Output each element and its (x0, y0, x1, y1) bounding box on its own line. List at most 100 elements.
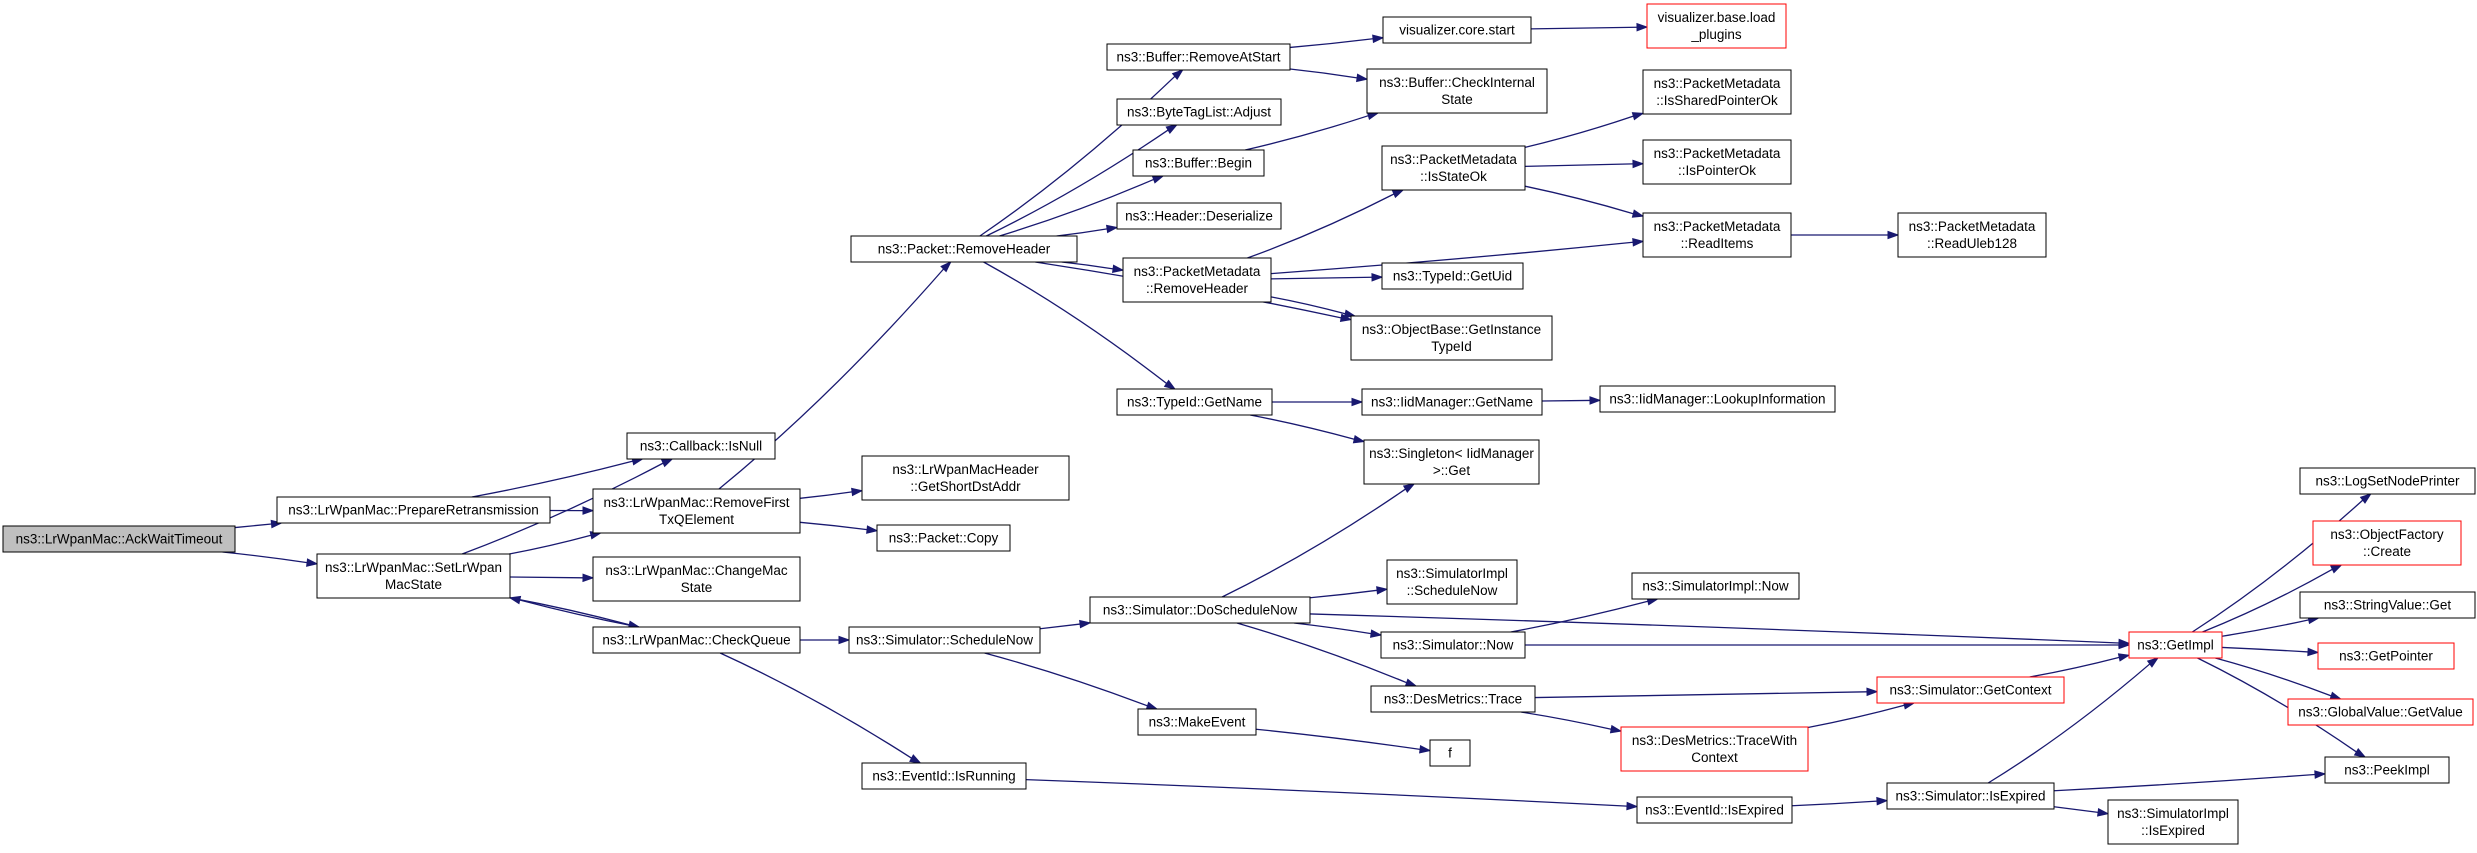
arrowhead-dtrace-to-dtracectx (1609, 724, 1623, 734)
node-mkev[interactable]: ns3::MakeEvent (1137, 708, 1257, 736)
node-label-dosched-0: ns3::Simulator::DoScheduleNow (1103, 603, 1298, 618)
node-peek[interactable]: ns3::PeekImpl (2324, 756, 2450, 784)
node-box-evrun (861, 762, 1027, 790)
node-simplsched[interactable]: ns3::SimulatorImpl::ScheduleNow (1386, 559, 1518, 605)
node-box-ack (2, 525, 236, 553)
node-vstart[interactable]: visualizer.core.start (1382, 16, 1532, 44)
arrowhead-tidname-to-iidname (1351, 397, 1364, 407)
edge-simnow-to-simplnow (1510, 600, 1649, 633)
edge-rmhdr-to-hdrdes (1056, 228, 1108, 237)
node-bufrm[interactable]: ns3::Buffer::RemoveAtStart (1106, 43, 1291, 71)
node-pmptr[interactable]: ns3::PacketMetadata::IsPointerOk (1642, 139, 1792, 185)
node-iidlookup[interactable]: ns3::IidManager::LookupInformation (1599, 385, 1836, 413)
node-iidname[interactable]: ns3::IidManager::GetName (1361, 388, 1543, 416)
node-simplexp[interactable]: ns3::SimulatorImpl::IsExpired (2107, 799, 2239, 845)
node-getctx[interactable]: ns3::Simulator::GetContext (1876, 676, 2065, 704)
node-box-setst (316, 553, 511, 599)
node-rmhdr[interactable]: ns3::Packet::RemoveHeader (850, 235, 1078, 263)
node-isnull[interactable]: ns3::Callback::IsNull (626, 432, 776, 460)
node-getptr[interactable]: ns3::GetPointer (2317, 642, 2455, 670)
node-box-simplexp (2107, 799, 2239, 845)
node-label-tidname-0: ns3::TypeId::GetName (1127, 395, 1262, 410)
node-getshort[interactable]: ns3::LrWpanMacHeader::GetShortDstAddr (861, 455, 1070, 501)
arrowhead-rmhdr-to-pmrmh (1112, 264, 1125, 274)
node-evrun[interactable]: ns3::EventId::IsRunning (861, 762, 1027, 790)
node-strval[interactable]: ns3::StringValue::Get (2299, 591, 2476, 619)
arrowhead-pmisok-to-pmptr (1632, 159, 1645, 169)
node-box-bufrm (1106, 43, 1291, 71)
node-bufbeg[interactable]: ns3::Buffer::Begin (1132, 149, 1265, 177)
node-ack[interactable]: ns3::LrWpanMac::AckWaitTimeout (2, 525, 236, 553)
node-globval[interactable]: ns3::GlobalValue::GetValue (2287, 698, 2474, 726)
edge-rmhdr-to-btag (986, 129, 1169, 237)
node-singleton[interactable]: ns3::Singleton< IidManager>::Get (1363, 439, 1540, 485)
node-pmuleb[interactable]: ns3::PacketMetadata::ReadUleb128 (1897, 212, 2047, 258)
node-getimpl[interactable]: ns3::GetImpl (2128, 631, 2223, 659)
node-label-pmshared-0: ns3::PacketMetadata (1654, 76, 1781, 91)
node-label-vstart-0: visualizer.core.start (1399, 23, 1515, 38)
node-label-pmisok-0: ns3::PacketMetadata (1390, 152, 1517, 167)
arrowhead-dosched-to-dtrace (1404, 678, 1418, 687)
edge-getimpl-to-globval (2215, 657, 2332, 697)
node-box-pmshared (1642, 69, 1792, 115)
edge-getimpl-to-getptr (2221, 646, 2309, 653)
arrowhead-rmhdr-to-tidname (1163, 379, 1177, 390)
nodes-layer: ns3::LrWpanMac::AckWaitTimeoutns3::LrWpa… (2, 3, 2476, 845)
node-vload[interactable]: visualizer.base.load_plugins (1646, 3, 1787, 49)
node-hdrdes[interactable]: ns3::Header::Deserialize (1116, 202, 1282, 230)
node-objfact[interactable]: ns3::ObjectFactory::Create (2312, 520, 2462, 566)
node-dtrace[interactable]: ns3::DesMetrics::Trace (1370, 685, 1536, 713)
node-dosched[interactable]: ns3::Simulator::DoScheduleNow (1089, 596, 1311, 624)
node-box-tidname (1116, 388, 1273, 416)
node-pmshared[interactable]: ns3::PacketMetadata::IsSharedPointerOk (1642, 69, 1792, 115)
node-label-pmuleb-0: ns3::PacketMetadata (1909, 219, 2036, 234)
node-fnode[interactable]: f (1429, 739, 1471, 767)
node-label-objfact-1: ::Create (2363, 544, 2411, 559)
node-pcopy[interactable]: ns3::Packet::Copy (876, 524, 1011, 552)
node-box-objfact (2312, 520, 2462, 566)
node-label-bufchk-1: State (1441, 92, 1473, 107)
edge-schednow-to-mkev (984, 652, 1148, 707)
node-label-dtracectx-1: Context (1691, 750, 1738, 765)
node-box-dtrace (1370, 685, 1536, 713)
arrowhead-pmrmh-to-tiduid (1371, 272, 1384, 282)
node-label-objfact-0: ns3::ObjectFactory (2330, 527, 2444, 542)
node-label-getimpl-0: ns3::GetImpl (2137, 638, 2214, 653)
arrowhead-setst-to-isnull (660, 458, 674, 468)
node-simnow[interactable]: ns3::Simulator::Now (1380, 631, 1526, 659)
node-label-rmfirst-1: TxQElement (659, 512, 734, 527)
edge-iidname-to-iidlookup (1541, 399, 1591, 402)
node-box-evexp (1636, 796, 1793, 824)
node-label-pmread-0: ns3::PacketMetadata (1654, 219, 1781, 234)
node-btag[interactable]: ns3::ByteTagList::Adjust (1116, 98, 1282, 126)
arrowhead-tidname-to-singleton (1352, 434, 1366, 444)
node-box-pmptr (1642, 139, 1792, 185)
node-logset[interactable]: ns3::LogSetNodePrinter (2299, 467, 2476, 495)
node-schednow[interactable]: ns3::Simulator::ScheduleNow (848, 626, 1041, 654)
edge-ack-to-prep (234, 523, 272, 529)
node-prep[interactable]: ns3::LrWpanMac::PrepareRetransmission (276, 496, 551, 524)
node-pmrmh[interactable]: ns3::PacketMetadata::RemoveHeader (1122, 257, 1272, 303)
arrowhead-getimpl-to-logset (2359, 493, 2372, 504)
node-evexp[interactable]: ns3::EventId::IsExpired (1636, 796, 1793, 824)
node-pmread[interactable]: ns3::PacketMetadata::ReadItems (1642, 212, 1792, 258)
node-simplnow[interactable]: ns3::SimulatorImpl::Now (1631, 572, 1800, 600)
arrowhead-bufrm-to-vstart (1372, 34, 1385, 44)
node-tidname[interactable]: ns3::TypeId::GetName (1116, 388, 1273, 416)
arrowhead-dosched-to-singleton (1402, 483, 1416, 494)
edge-rmfirst-to-rmhdr (718, 268, 945, 490)
edge-pmisok-to-pmshared (1524, 115, 1634, 149)
node-simexp[interactable]: ns3::Simulator::IsExpired (1886, 782, 2055, 810)
node-label-simexp-0: ns3::Simulator::IsExpired (1895, 789, 2045, 804)
node-chkq[interactable]: ns3::LrWpanMac::CheckQueue (592, 626, 801, 654)
node-box-getptr (2317, 642, 2455, 670)
node-tiduid[interactable]: ns3::TypeId::GetUid (1381, 262, 1524, 290)
node-pmisok[interactable]: ns3::PacketMetadata::IsStateOk (1381, 145, 1526, 191)
edge-dosched-to-singleton (1221, 488, 1406, 598)
